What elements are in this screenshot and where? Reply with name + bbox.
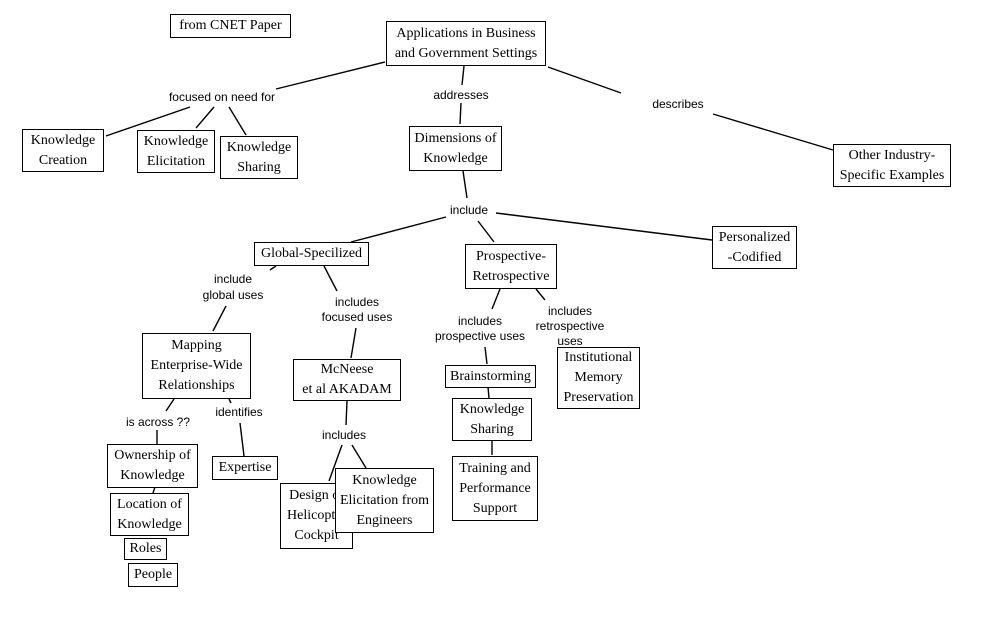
connector-line: [345, 400, 348, 426]
link-label-addresses: addresses: [433, 88, 489, 102]
connector-line: [350, 216, 447, 243]
concept-from-cnet-paper[interactable]: from CNET Paper: [170, 14, 291, 38]
connector-line: [351, 444, 367, 469]
connector-line: [239, 422, 245, 457]
concept-knowledge-sharing[interactable]: Knowledge Sharing: [220, 136, 298, 179]
link-label-describes: describes: [652, 97, 704, 111]
connector-line: [459, 102, 462, 125]
concept-other-industry-examples[interactable]: Other Industry- Specific Examples: [833, 144, 951, 187]
concept-prospective-retrospective[interactable]: Prospective- Retrospective: [465, 244, 557, 289]
link-label-includes-focused-uses: includes focused uses: [321, 295, 393, 324]
connector-line: [461, 65, 465, 86]
link-label-includes-prospective-uses: includes prospective uses: [434, 314, 526, 343]
concept-ownership-of-knowledge[interactable]: Ownership of Knowledge: [107, 444, 198, 488]
connector-line: [495, 212, 713, 241]
connector-line: [105, 106, 191, 137]
link-label-include: include: [449, 203, 489, 217]
connector-line: [165, 398, 175, 412]
concept-mapping-enterprise-relationships[interactable]: Mapping Enterprise-Wide Relationships: [142, 333, 251, 399]
link-label-identifies: identifies: [215, 405, 263, 419]
connector-line: [195, 106, 215, 129]
concept-dimensions-of-knowledge[interactable]: Dimensions of Knowledge: [409, 126, 502, 171]
connector-line: [535, 288, 546, 301]
link-label-includes-retrospective-uses: includes retrospective uses: [535, 304, 605, 348]
concept-expertise[interactable]: Expertise: [212, 456, 278, 480]
connector-line: [152, 486, 156, 494]
concept-applications-in-business[interactable]: Applications in Business and Government …: [386, 21, 546, 66]
connector-line: [269, 265, 277, 271]
connector-line: [328, 444, 343, 482]
connector-line: [462, 170, 468, 199]
connector-line: [228, 398, 232, 404]
concept-knowledge-sharing-2[interactable]: Knowledge Sharing: [452, 398, 532, 441]
link-label-focused-on-need-for: focused on need for: [168, 90, 276, 104]
concept-knowledge-elicitation-engineers[interactable]: Knowledge Elicitation from Engineers: [335, 468, 434, 533]
connector-line: [228, 106, 247, 136]
concept-mcneese-akadam[interactable]: McNeese et al AKADAM: [293, 359, 401, 401]
concept-personalized-codified[interactable]: Personalized -Codified: [712, 226, 797, 269]
connector-line: [477, 220, 495, 243]
connector-line: [323, 265, 338, 292]
concept-people[interactable]: People: [128, 563, 178, 587]
concept-brainstorming[interactable]: Brainstorming: [445, 365, 536, 388]
link-label-includes: includes: [321, 428, 367, 442]
connector-line: [275, 61, 386, 90]
concept-roles[interactable]: Roles: [124, 538, 167, 560]
concept-institutional-memory[interactable]: Institutional Memory Preservation: [557, 347, 640, 409]
connector-line: [350, 327, 357, 359]
concept-global-specialized[interactable]: Global-Specilized: [254, 242, 369, 266]
concept-knowledge-creation[interactable]: Knowledge Creation: [22, 129, 104, 172]
concept-location-of-knowledge[interactable]: Location of Knowledge: [110, 493, 189, 536]
link-label-include-global-uses: include global uses: [202, 272, 264, 302]
connector-line: [212, 305, 227, 332]
concept-training-performance-support[interactable]: Training and Performance Support: [452, 456, 538, 521]
concept-knowledge-elicitation[interactable]: Knowledge Elicitation: [137, 130, 215, 173]
connector-line: [547, 66, 622, 94]
connector-line: [712, 113, 834, 151]
connector-line: [484, 346, 488, 365]
connector-line: [491, 288, 501, 310]
link-label-is-across: is across ??: [125, 415, 191, 429]
connector-line: [487, 386, 490, 399]
